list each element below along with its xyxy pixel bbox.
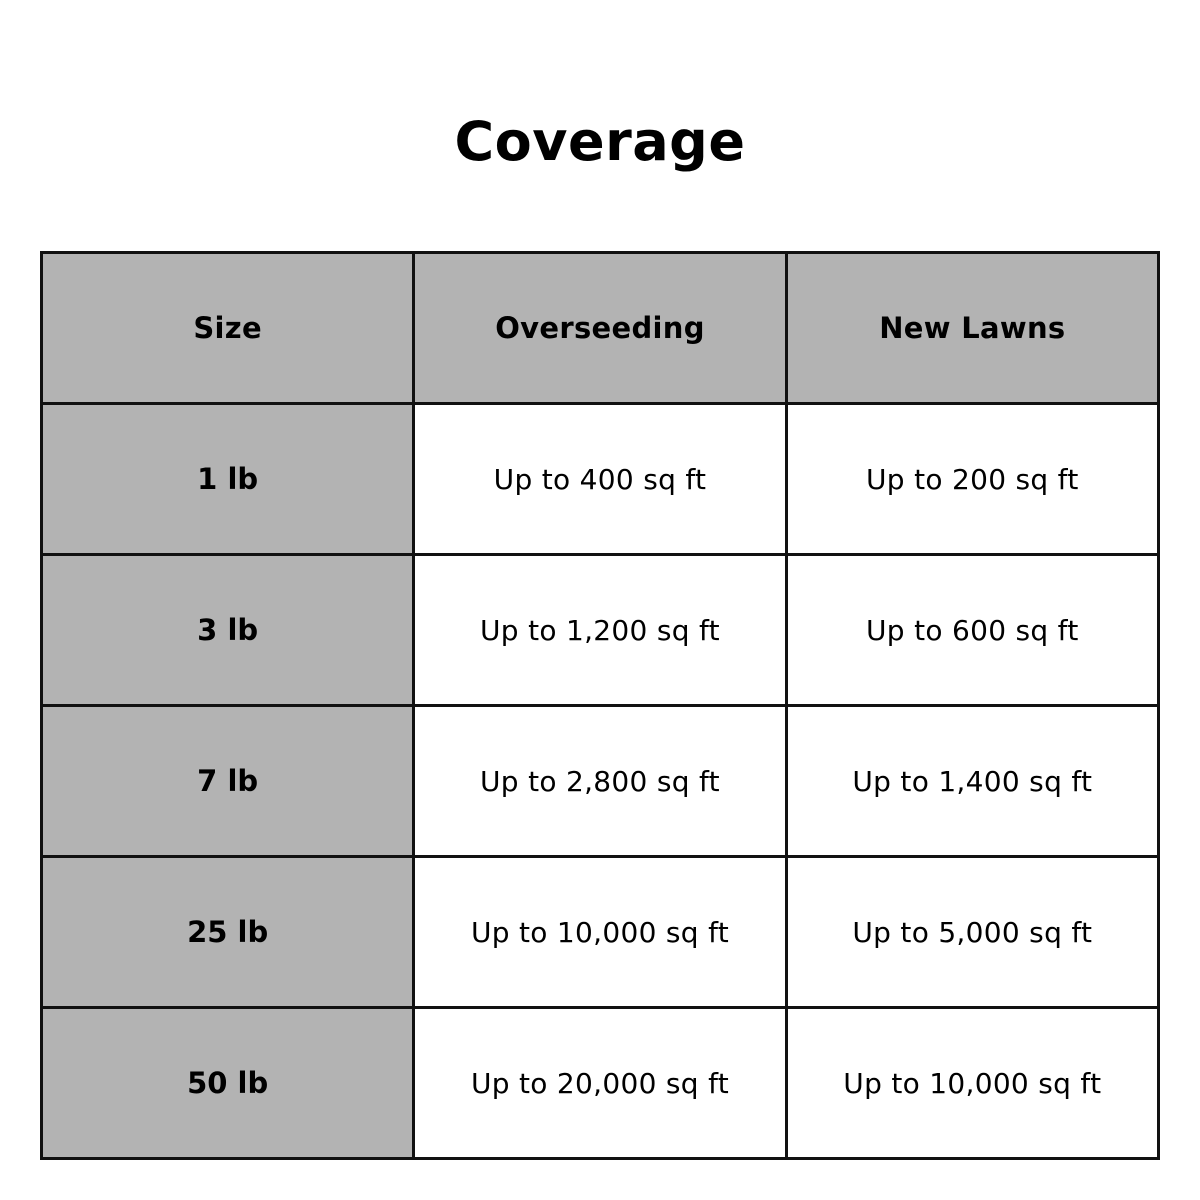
new-lawns-cell: Up to 600 sq ft <box>784 553 1161 707</box>
size-cell: 25 lb <box>39 855 416 1009</box>
column-header-size: Size <box>39 251 416 405</box>
new-lawns-cell: Up to 1,400 sq ft <box>784 704 1161 858</box>
table-row: 3 lb Up to 1,200 sq ft Up to 600 sq ft <box>39 553 1161 707</box>
size-cell: 50 lb <box>39 1006 416 1160</box>
size-cell: 3 lb <box>39 553 416 707</box>
table-row: 25 lb Up to 10,000 sq ft Up to 5,000 sq … <box>39 855 1161 1009</box>
new-lawns-cell: Up to 5,000 sq ft <box>784 855 1161 1009</box>
page-title: Coverage <box>454 110 746 173</box>
table-header-row: Size Overseeding New Lawns <box>39 251 1161 405</box>
overseeding-cell: Up to 10,000 sq ft <box>412 855 788 1009</box>
overseeding-cell: Up to 20,000 sq ft <box>412 1006 788 1160</box>
table-row: 1 lb Up to 400 sq ft Up to 200 sq ft <box>39 402 1161 556</box>
new-lawns-cell: Up to 10,000 sq ft <box>784 1006 1161 1160</box>
column-header-new-lawns: New Lawns <box>784 251 1161 405</box>
table-row: 50 lb Up to 20,000 sq ft Up to 10,000 sq… <box>39 1006 1161 1160</box>
new-lawns-cell: Up to 200 sq ft <box>784 402 1161 556</box>
table-row: 7 lb Up to 2,800 sq ft Up to 1,400 sq ft <box>39 704 1161 858</box>
overseeding-cell: Up to 2,800 sq ft <box>412 704 788 858</box>
size-cell: 7 lb <box>39 704 416 858</box>
column-header-overseeding: Overseeding <box>412 251 788 405</box>
overseeding-cell: Up to 400 sq ft <box>412 402 788 556</box>
size-cell: 1 lb <box>39 402 416 556</box>
overseeding-cell: Up to 1,200 sq ft <box>412 553 788 707</box>
coverage-table: Size Overseeding New Lawns 1 lb Up to 40… <box>39 251 1161 1160</box>
